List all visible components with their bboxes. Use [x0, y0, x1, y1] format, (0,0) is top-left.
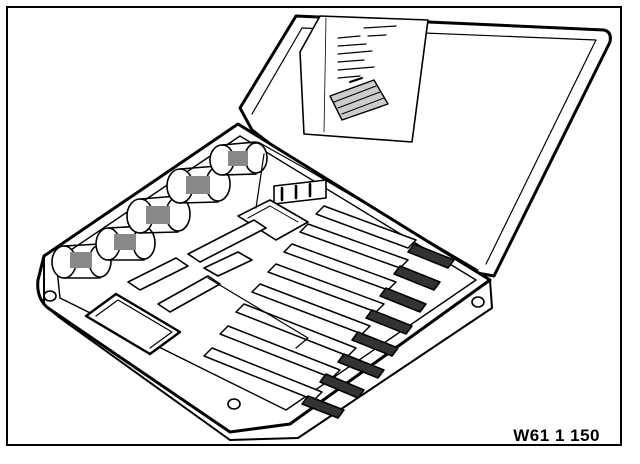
figure-frame — [6, 6, 622, 446]
instruction-booklet — [299, 15, 429, 143]
center-tools — [127, 179, 327, 313]
tool-case-illustration — [36, 14, 612, 441]
carry-handle — [84, 292, 182, 356]
punch-tools — [203, 205, 455, 419]
socket-tools — [51, 141, 268, 279]
tray-dividers — [207, 141, 479, 349]
figure-code-label: W61 1 150 — [513, 426, 600, 445]
